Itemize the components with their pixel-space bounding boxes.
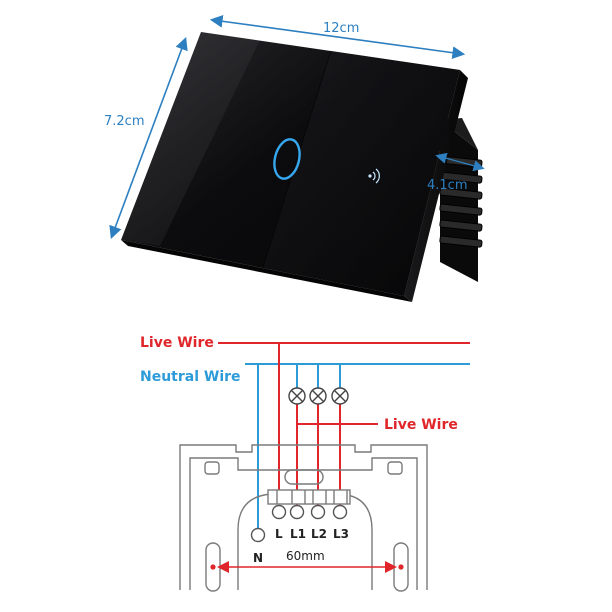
terminal-label-l1: L1 [290,527,306,541]
width-label: 12cm [323,21,359,36]
terminal-l2 [310,504,326,520]
terminal-label-l3: L3 [333,527,349,541]
switch-panel [121,32,483,302]
mounting-spacing-label: 60mm [286,549,325,563]
lamp-icon [331,387,349,405]
terminal-label-l: L [275,527,283,541]
terminal-l1 [289,504,305,520]
back-plate [179,444,428,590]
terminal-l3 [332,504,348,520]
terminals [250,504,348,543]
lamp-icon [288,387,306,405]
live-wire-label-top: Live Wire [140,335,214,351]
terminal-l [271,504,287,520]
terminal-label-l2: L2 [311,527,327,541]
live-wire-label-right: Live Wire [384,417,458,433]
depth-label: 4.1cm [427,178,468,193]
terminal-label-n: N [253,551,263,565]
touch-button-icon [273,138,301,180]
neutral-wire-label: Neutral Wire [140,369,241,385]
dimension-depth: 4.1cm [427,152,485,193]
height-label: 7.2cm [104,114,145,129]
wifi-indicator-icon [368,168,380,184]
panel-edge [404,70,468,302]
dimension-height: 7.2cm [104,37,188,239]
lamp-icon [309,387,327,405]
dimension-width: 12cm [209,14,466,60]
terminal-n [250,527,266,543]
dimension-mounting: 60mm [217,549,397,573]
